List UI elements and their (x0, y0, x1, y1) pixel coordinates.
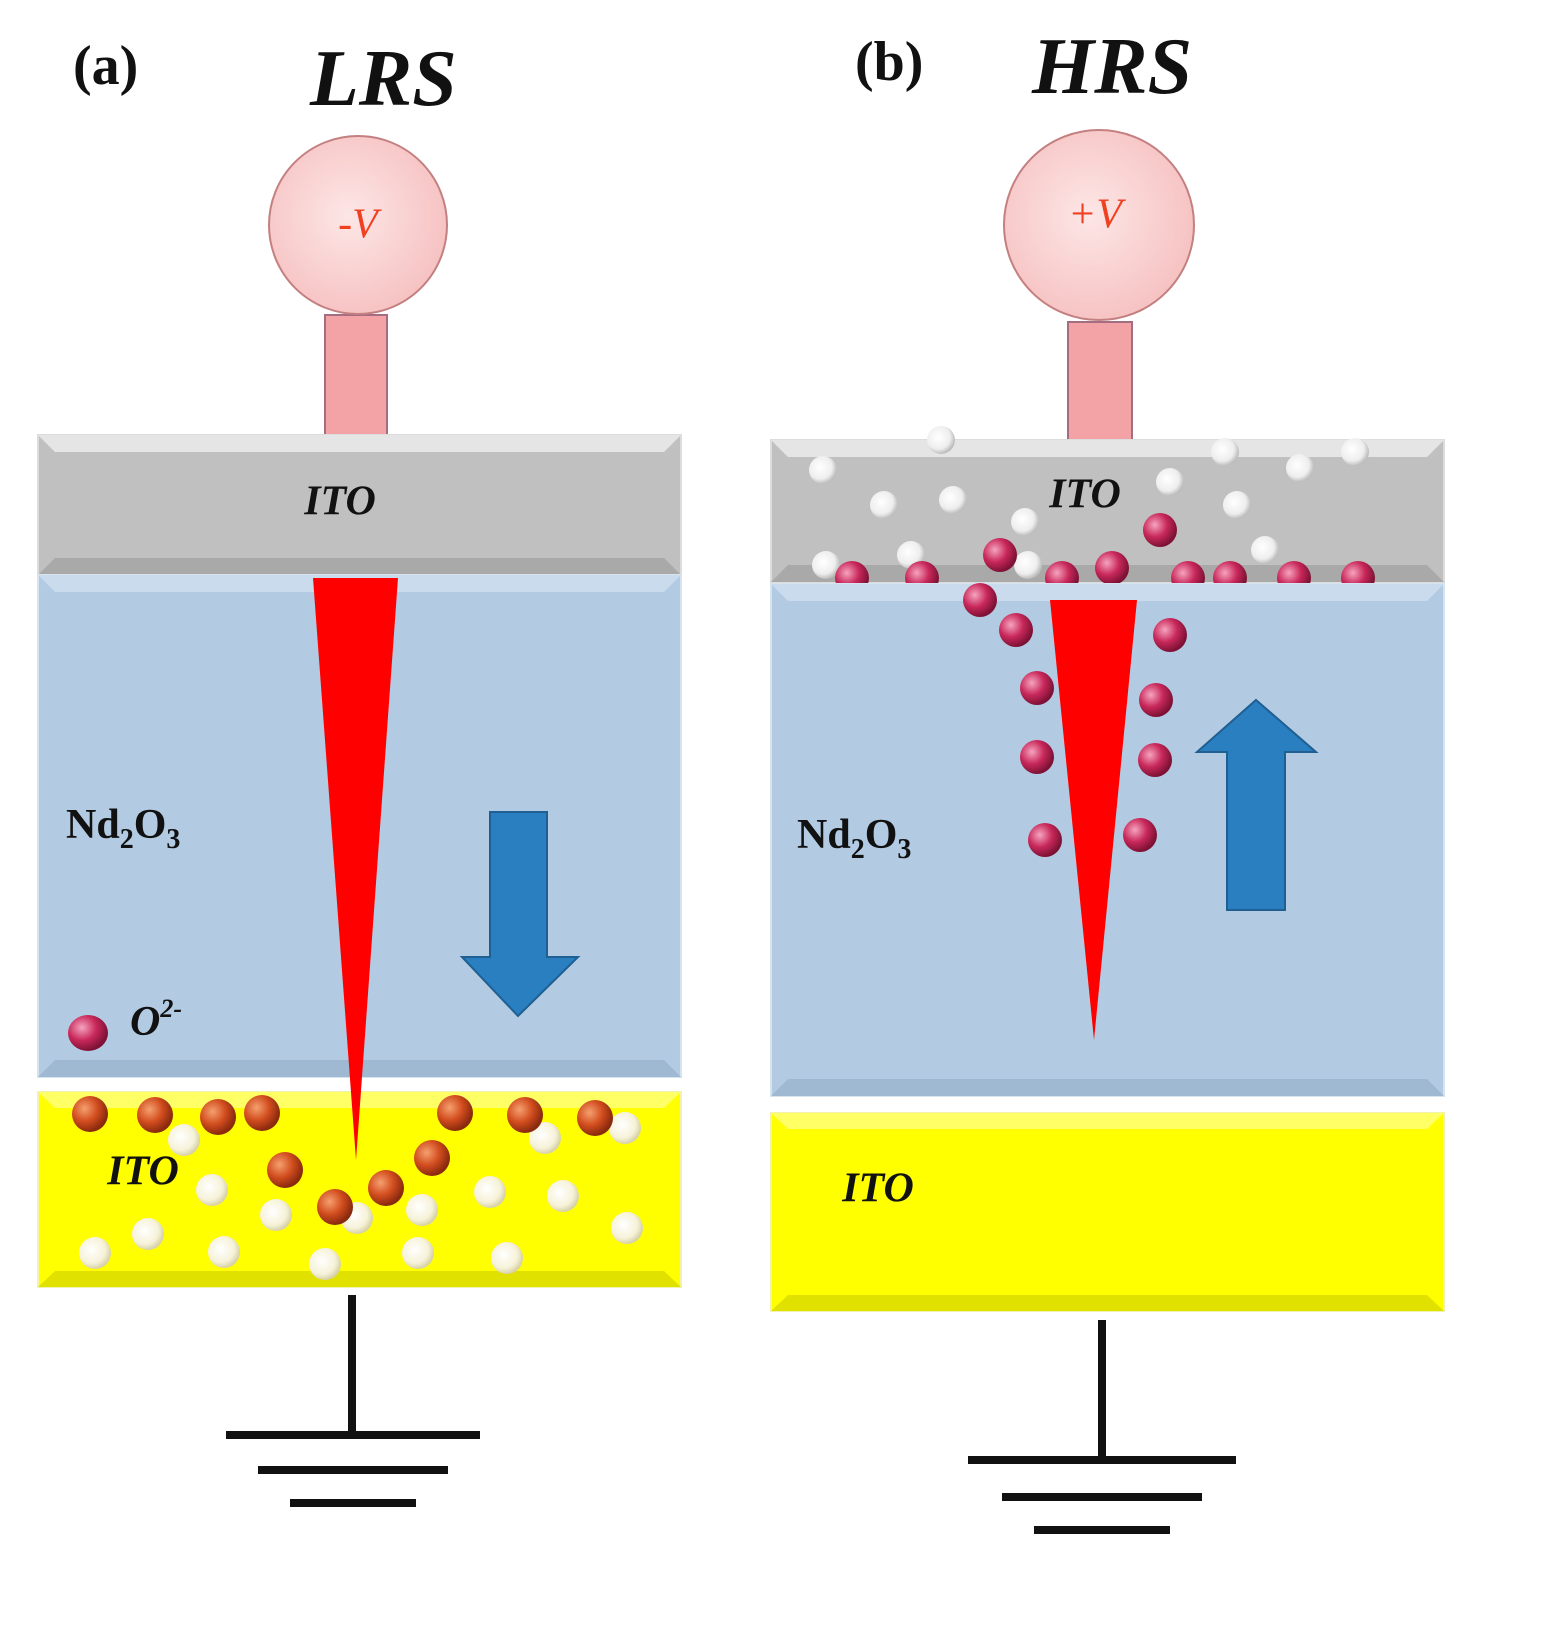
oxygen-ion (1123, 818, 1157, 852)
bevel-top (771, 1113, 1444, 1129)
oxygen-ion-label: O2- (130, 994, 182, 1045)
oxygen-ion (1153, 618, 1187, 652)
oxygen-ion (999, 613, 1033, 647)
vacancy (1341, 438, 1369, 466)
oxygen-ion-icon (68, 1015, 108, 1051)
vacancy (1223, 491, 1251, 519)
vacancy (208, 1236, 240, 1268)
oxygen-ions (963, 583, 1187, 857)
bottom-electrode-label: ITO (841, 1166, 914, 1212)
vacancy (260, 1199, 292, 1231)
oxygen-ion (577, 1100, 613, 1136)
oxygen-ion (200, 1099, 236, 1135)
probe-stem (324, 314, 388, 441)
oxygen-ion (1020, 740, 1054, 774)
panel-a-bottom-electrode: ITO (37, 1091, 682, 1288)
bevel-top (771, 584, 1444, 601)
panel-b-top-electrode: ITO (770, 426, 1445, 595)
oxygen-ion (1028, 823, 1062, 857)
oxygen-ion (244, 1095, 280, 1131)
ground-symbol (226, 1295, 480, 1507)
vacancy (79, 1237, 111, 1269)
oxide-label: Nd2O3 (797, 812, 911, 865)
vacancy (611, 1212, 643, 1244)
panel-b: (b) HRS +V (770, 23, 1445, 1534)
oxygen-ion (414, 1140, 450, 1176)
vacancy (529, 1122, 561, 1154)
arrow-up-icon (1194, 698, 1319, 911)
ground-symbol (968, 1320, 1236, 1534)
oxygen-ion (963, 583, 997, 617)
vacancy (609, 1112, 641, 1144)
probe-head (268, 135, 448, 315)
voltage-label: +V (1068, 192, 1126, 238)
panel-a: (a) LRS -V ITO Nd2O3 O2- (37, 35, 682, 1507)
vacancy (406, 1194, 438, 1226)
oxygen-ion (437, 1095, 473, 1131)
vacancy (196, 1174, 228, 1206)
oxygen-ion (137, 1097, 173, 1133)
oxygen-ion (317, 1189, 353, 1225)
panel-a-state-label: LRS (309, 35, 457, 123)
vacancy (547, 1180, 579, 1212)
oxygen-ion (267, 1152, 303, 1188)
vacancy (474, 1176, 506, 1208)
panel-b-label: (b) (855, 31, 923, 93)
oxygen-ions (72, 1095, 613, 1225)
top-electrode-label: ITO (1048, 472, 1121, 518)
vacancy (1011, 508, 1039, 536)
vacancy (1286, 454, 1314, 482)
top-electrode-layer (37, 434, 682, 576)
vacancy (939, 486, 967, 514)
oxygen-ion (1143, 513, 1177, 547)
vacancy (402, 1237, 434, 1269)
bevel-bottom (771, 1295, 1444, 1311)
conductive-filament (313, 578, 398, 1160)
oxygen-ion (368, 1170, 404, 1206)
oxygen-ion (1020, 671, 1054, 705)
vacancy (168, 1124, 200, 1156)
oxygen-ion (72, 1096, 108, 1132)
bevel-bottom (771, 1079, 1444, 1096)
vacancy (809, 456, 837, 484)
vacancy (1156, 468, 1184, 496)
oxygen-ion (1095, 551, 1129, 585)
oxygen-ion (507, 1097, 543, 1133)
vacancy (491, 1242, 523, 1274)
oxygen-ion (1139, 683, 1173, 717)
panel-a-top-electrode: ITO (37, 434, 682, 576)
panel-a-label: (a) (73, 35, 138, 97)
vacancy (1211, 438, 1239, 466)
oxygen-ion (983, 538, 1017, 572)
panel-b-bottom-electrode: ITO (770, 1112, 1445, 1312)
vacancy (812, 551, 840, 579)
panel-a-voltage-probe: -V (268, 135, 448, 441)
bottom-electrode-layer (770, 1112, 1445, 1312)
vacancy (132, 1218, 164, 1250)
oxygen-ion (1138, 743, 1172, 777)
arrow-down-icon (459, 811, 581, 1018)
vacancy (927, 426, 955, 454)
bevel-bottom (38, 558, 681, 575)
voltage-label: -V (338, 202, 382, 248)
vacancies (79, 1112, 643, 1280)
bottom-electrode-label: ITO (106, 1149, 179, 1195)
probe-head (1003, 129, 1195, 321)
conductive-filament (1050, 600, 1137, 1040)
oxide-label: Nd2O3 (66, 802, 180, 855)
probe-stem (1067, 321, 1133, 449)
vacancy (870, 491, 898, 519)
vacancy (1014, 551, 1042, 579)
bevel-bottom (38, 1271, 681, 1287)
panel-b-voltage-probe: +V (1003, 129, 1195, 449)
vacancy (309, 1248, 341, 1280)
panel-b-state-label: HRS (1031, 23, 1192, 111)
top-electrode-label: ITO (303, 479, 376, 525)
bevel-top (38, 435, 681, 452)
vacancy (1251, 536, 1279, 564)
